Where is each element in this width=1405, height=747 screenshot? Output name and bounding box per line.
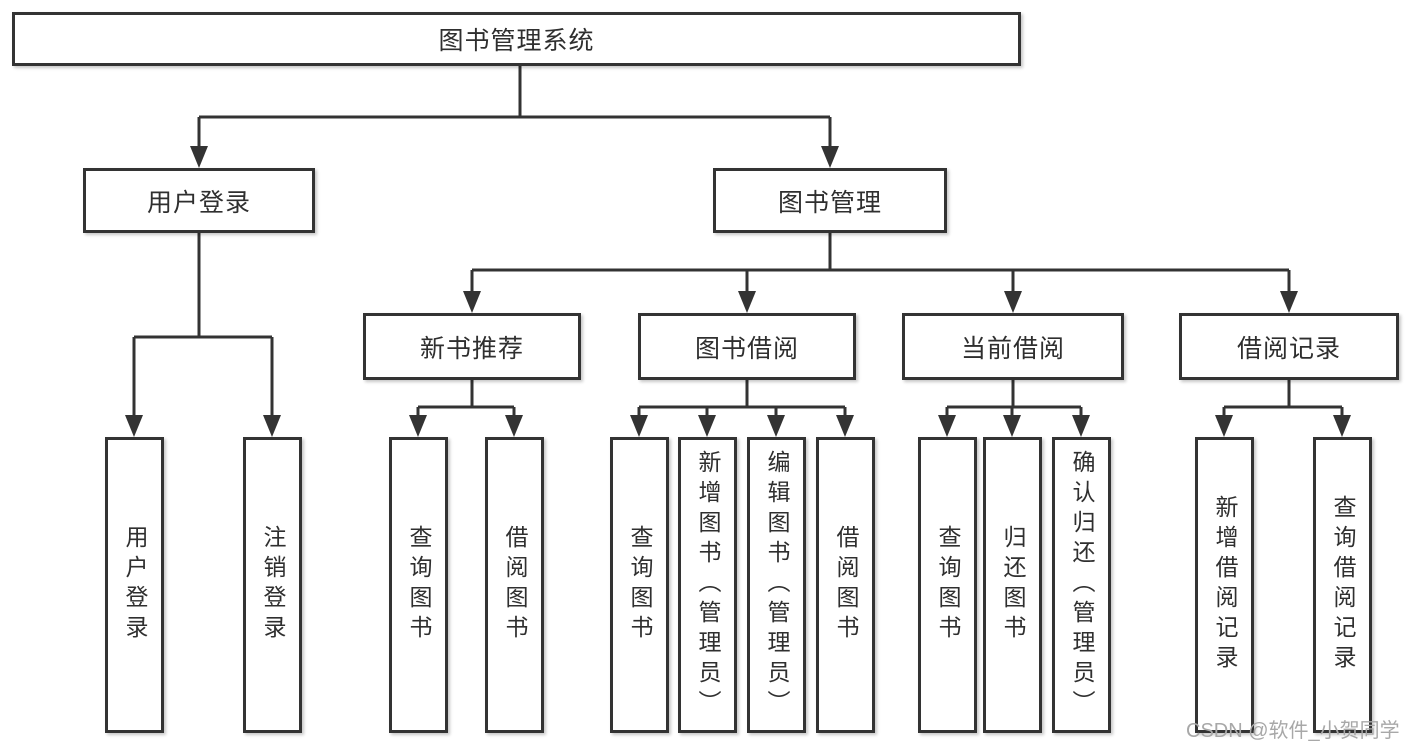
leaf-query-books-borrow-label: 查询图书 xyxy=(627,525,653,645)
leaf-user-login-label: 用户登录 xyxy=(122,525,148,645)
node-root-label: 图书管理系统 xyxy=(438,27,595,55)
node-current-borrowing: 当前借阅 xyxy=(902,313,1124,380)
watermark: CSDN @软件_小贺同学 xyxy=(1186,720,1400,742)
leaf-query-books-recommend: 查询图书 xyxy=(389,437,448,733)
leaf-query-books-recommend-label: 查询图书 xyxy=(406,525,432,645)
node-user-login-label: 用户登录 xyxy=(146,188,251,217)
leaf-add-books-admin: 新增图书（管理员） xyxy=(678,437,737,733)
leaf-logout: 注销登录 xyxy=(243,437,302,733)
leaf-return-books-label: 归还图书 xyxy=(1000,525,1026,645)
leaf-query-borrow-record: 查询借阅记录 xyxy=(1313,437,1372,733)
leaf-add-borrow-record: 新增借阅记录 xyxy=(1195,437,1254,733)
leaf-borrow-books-recommend: 借阅图书 xyxy=(485,437,544,733)
leaf-confirm-return-admin: 确认归还（管理员） xyxy=(1052,437,1111,733)
leaf-add-borrow-record-label: 新增借阅记录 xyxy=(1212,495,1238,675)
leaf-return-books: 归还图书 xyxy=(983,437,1042,733)
leaf-add-books-admin-label: 新增图书（管理员） xyxy=(695,450,721,720)
leaf-confirm-return-admin-label: 确认归还（管理员） xyxy=(1069,450,1095,720)
leaf-query-borrow-record-label: 查询借阅记录 xyxy=(1330,495,1356,675)
node-borrowing-records-label: 借阅记录 xyxy=(1236,334,1341,363)
arrowheads xyxy=(125,146,1351,437)
node-user-login: 用户登录 xyxy=(83,168,315,233)
node-book-management: 图书管理 xyxy=(713,168,947,233)
node-root: 图书管理系统 xyxy=(12,12,1021,66)
leaf-edit-books-admin: 编辑图书（管理员） xyxy=(747,437,806,733)
node-book-management-label: 图书管理 xyxy=(777,188,882,217)
leaf-borrow-books-label: 借阅图书 xyxy=(833,525,859,645)
leaf-logout-label: 注销登录 xyxy=(260,525,286,645)
node-borrowing-records: 借阅记录 xyxy=(1179,313,1399,380)
node-current-borrowing-label: 当前借阅 xyxy=(960,334,1065,363)
node-book-borrowing-label: 图书借阅 xyxy=(694,334,799,363)
leaf-borrow-books-recommend-label: 借阅图书 xyxy=(502,525,528,645)
node-book-borrowing: 图书借阅 xyxy=(638,313,856,380)
leaf-query-books-current: 查询图书 xyxy=(918,437,977,733)
node-new-book-recommend: 新书推荐 xyxy=(363,313,581,380)
leaf-user-login: 用户登录 xyxy=(105,437,164,733)
leaf-edit-books-admin-label: 编辑图书（管理员） xyxy=(764,450,790,720)
leaf-borrow-books: 借阅图书 xyxy=(816,437,875,733)
node-new-book-recommend-label: 新书推荐 xyxy=(419,334,524,363)
leaf-query-books-current-label: 查询图书 xyxy=(935,525,961,645)
leaf-query-books-borrow: 查询图书 xyxy=(610,437,669,733)
